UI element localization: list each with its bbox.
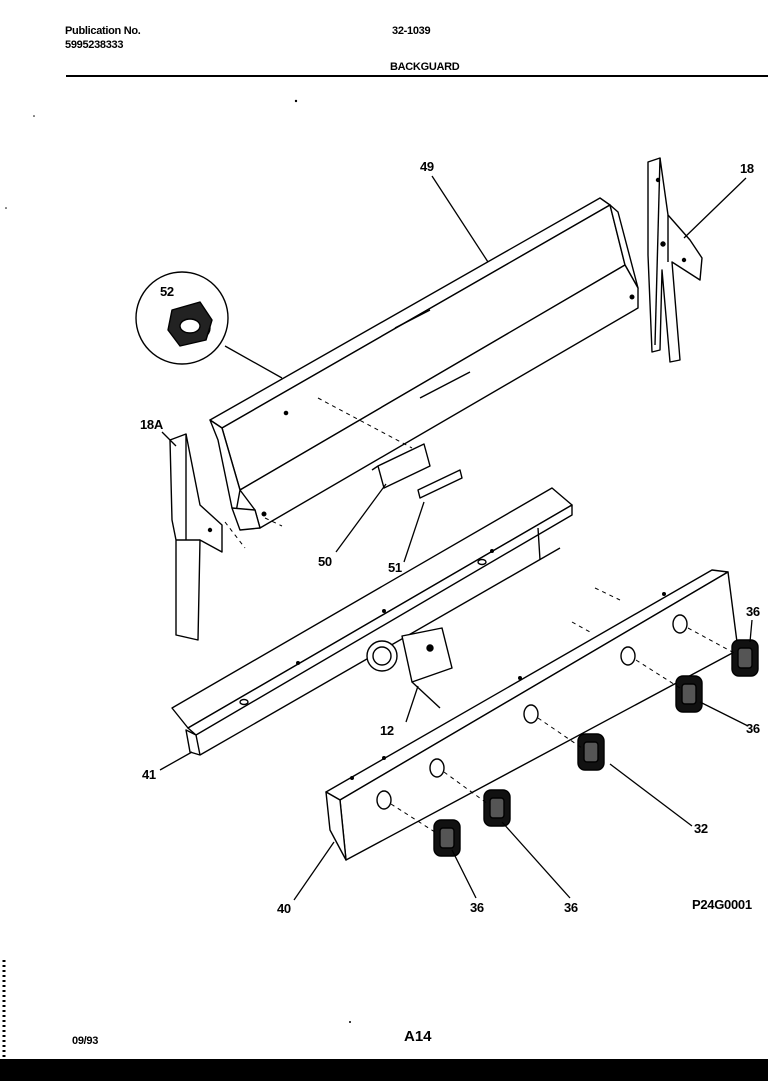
callout-32: 32: [694, 821, 708, 836]
callout-40: 40: [277, 901, 291, 916]
knob-part-32: [577, 733, 605, 771]
detail-circle-part-52: [135, 271, 229, 365]
callout-36-bottom-left: 36: [470, 900, 484, 915]
callout-49: 49: [420, 159, 434, 174]
knob-part-36-bottom-mid: [483, 789, 511, 827]
knob-part-36-bottom-left: [433, 819, 461, 857]
callout-51: 51: [388, 560, 402, 575]
callout-12: 12: [380, 723, 394, 738]
alignment-lines: [224, 397, 737, 835]
model-number: 32-1039: [392, 25, 431, 37]
figure-code: P24G0001: [692, 897, 752, 912]
callout-52: 52: [160, 284, 174, 299]
right-side-bracket-part-18: [647, 157, 703, 363]
callout-36-right: 36: [746, 721, 760, 736]
footer-date: 09/93: [72, 1035, 99, 1047]
callout-18a: 18A: [140, 417, 163, 432]
section-title: BACKGUARD: [390, 61, 460, 73]
knob-part-36-top: [731, 639, 759, 677]
leader-lines: [159, 175, 753, 901]
callout-36-top: 36: [746, 604, 760, 619]
left-side-bracket-part-18a: [169, 433, 223, 641]
callout-18: 18: [740, 161, 754, 176]
publication-label: Publication No.: [65, 25, 141, 37]
callout-41: 41: [142, 767, 156, 782]
footer-page-number: A14: [404, 1028, 432, 1045]
backguard-panel-part-49: [209, 197, 639, 531]
publication-number: 5995238333: [65, 39, 124, 51]
knob-part-36-right: [675, 675, 703, 713]
callout-50: 50: [318, 554, 332, 569]
control-panel-support-part-41: [171, 487, 573, 756]
switch-part-12: [366, 627, 453, 709]
callout-36-bottom-mid: 36: [564, 900, 578, 915]
part-51: [417, 469, 463, 499]
part-50: [371, 443, 431, 489]
scan-specks: [5, 99, 351, 1023]
